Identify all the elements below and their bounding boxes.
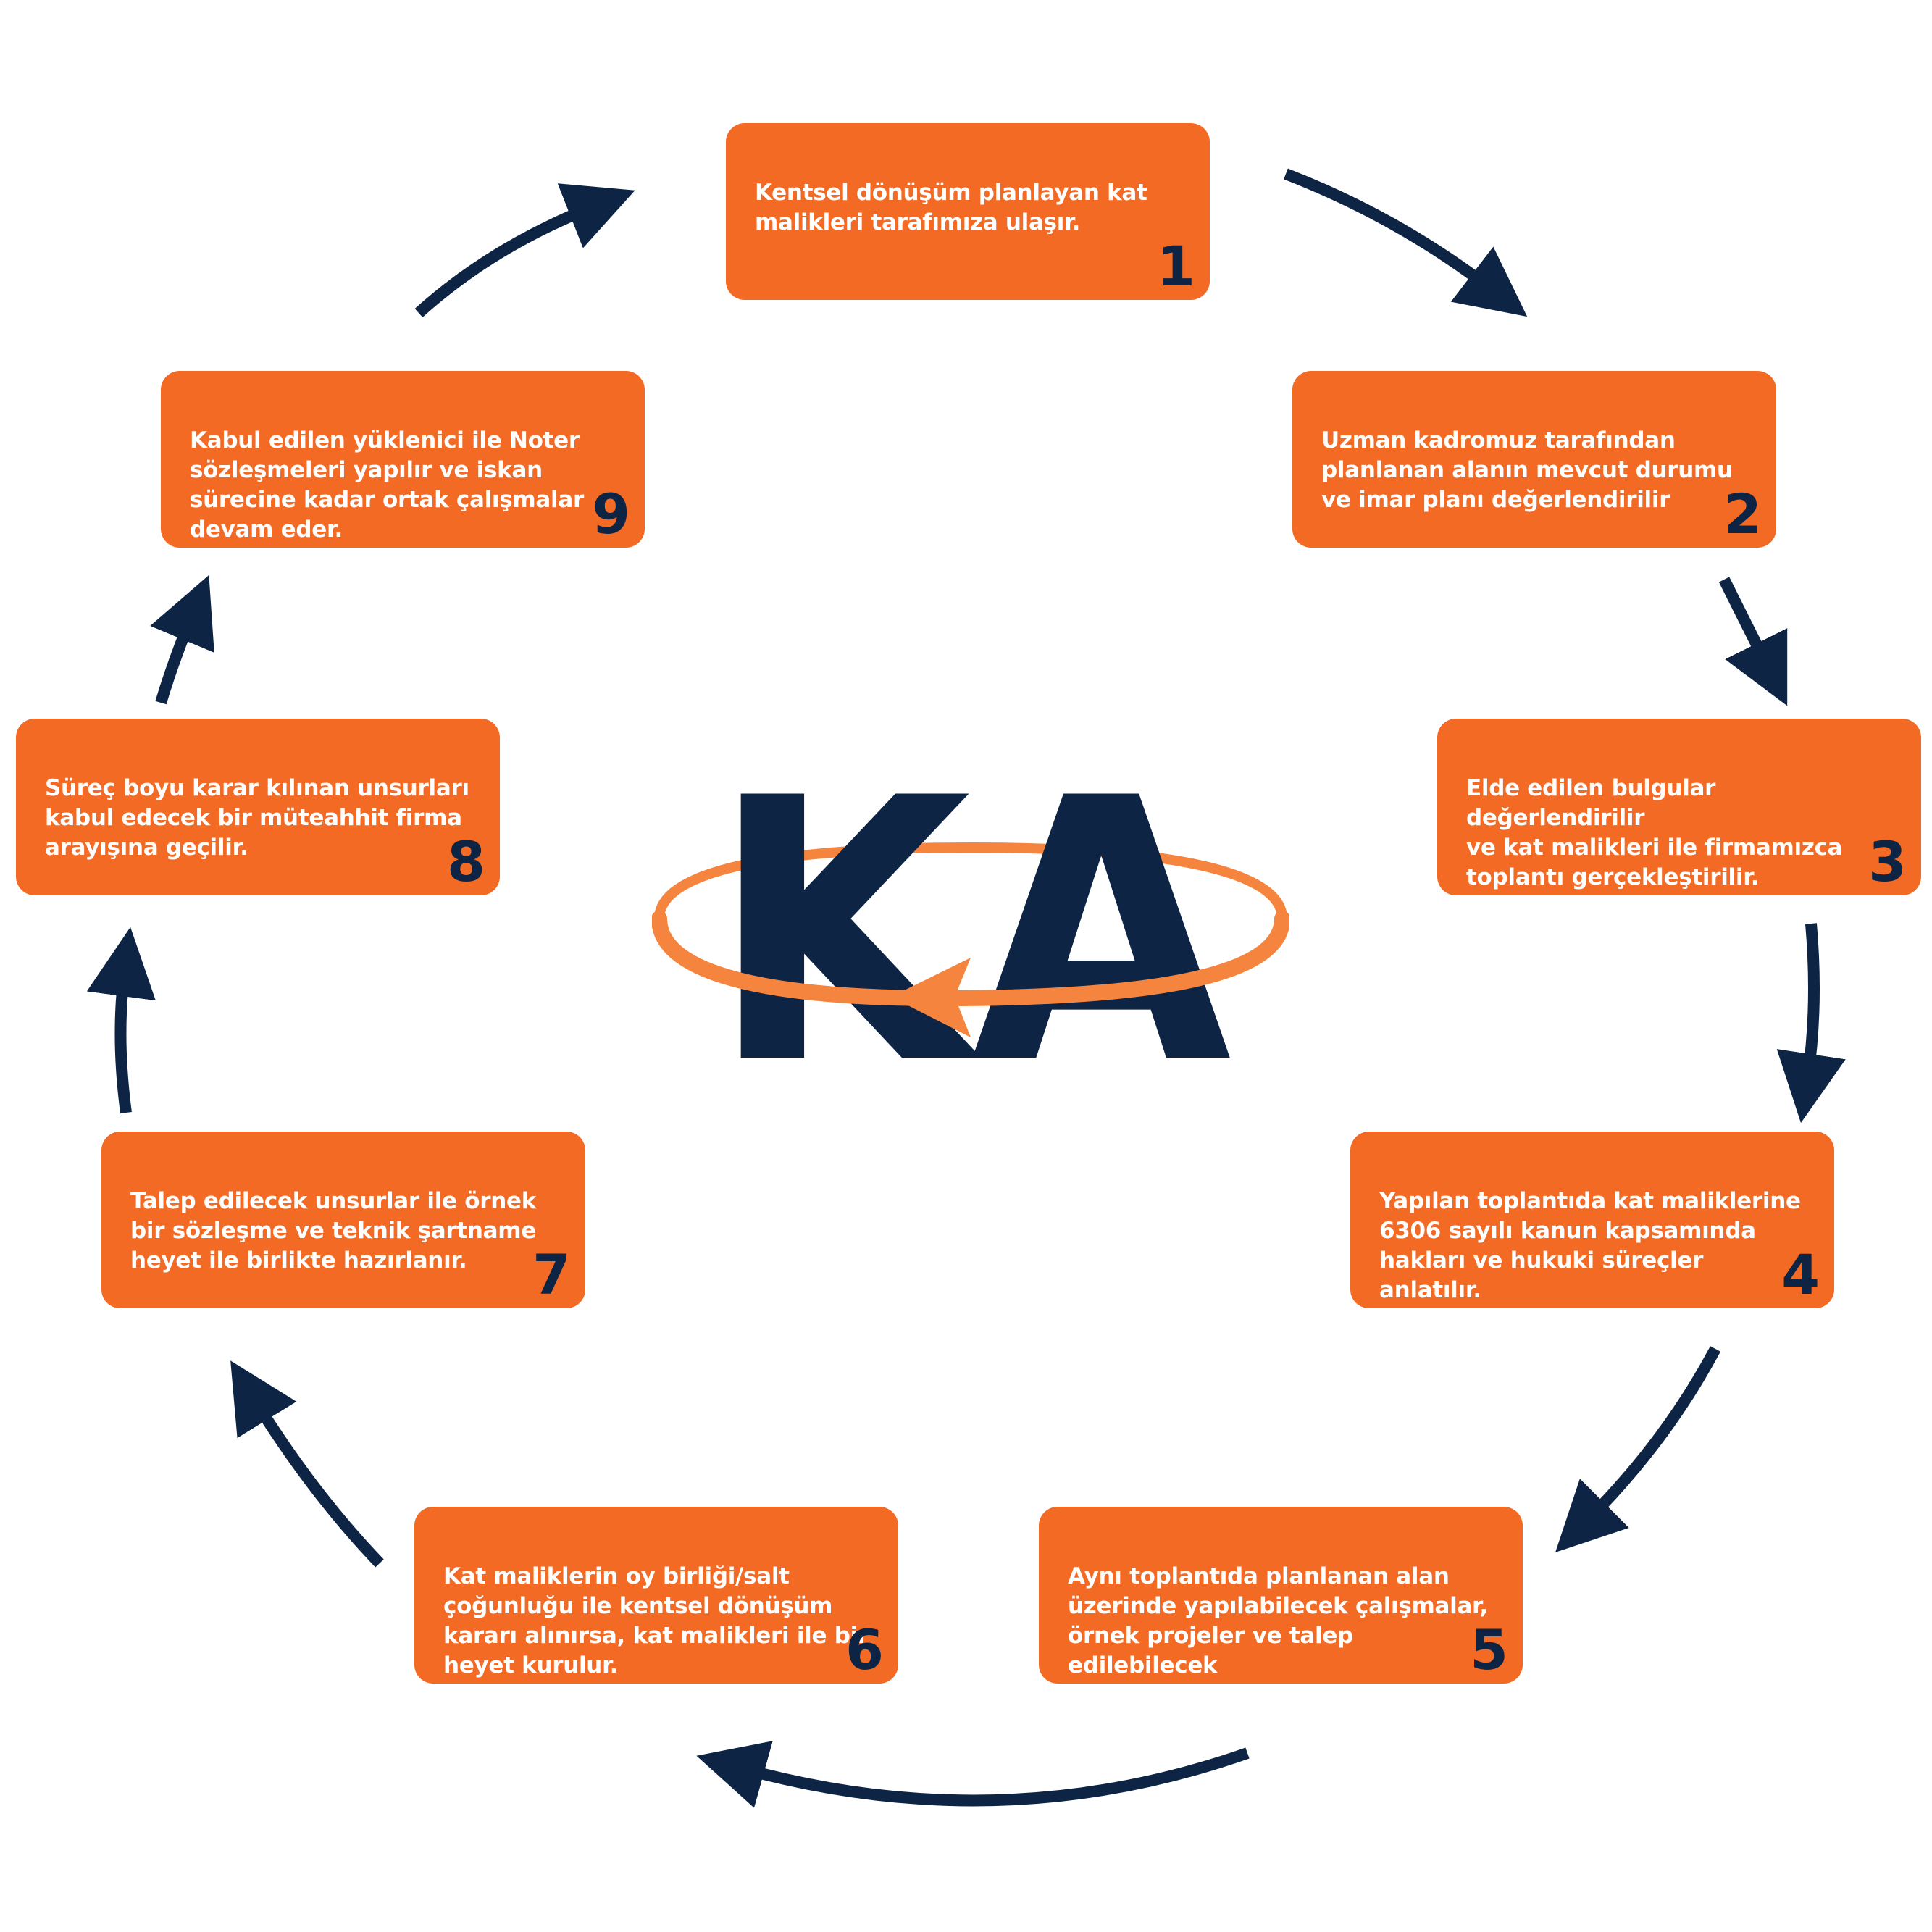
- step-number: 8: [447, 829, 485, 894]
- step-text: Kat maliklerin oy birliği/salt çoğunluğu…: [443, 1563, 869, 1678]
- step-text: Uzman kadromuz tarafından planlanan alan…: [1321, 427, 1733, 513]
- arrow-1-to-2: [1284, 168, 1528, 317]
- arrow-9-to-1: [414, 183, 635, 317]
- step-box-7: Talep edilecek unsurlar ile örnek bir sö…: [101, 1132, 585, 1308]
- step-number: 9: [592, 482, 630, 546]
- step-box-8: Süreç boyu karar kılınan unsurları kabul…: [16, 719, 500, 895]
- arrow-5-to-6: [696, 1741, 1250, 1808]
- arrow-7-to-8: [86, 927, 156, 1114]
- step-text: Kabul edilen yüklenici ile Noter sözleşm…: [190, 427, 584, 543]
- step-text: Kentsel dönüşüm planlayan kat malikleri …: [755, 180, 1147, 235]
- step-box-4: Yapılan toplantıda kat maliklerine 6306 …: [1350, 1132, 1834, 1308]
- step-box-5: Aynı toplantıda planlanan alan üzerinde …: [1039, 1507, 1523, 1708]
- step-text: Süreç boyu karar kılınan unsurları kabul…: [45, 775, 469, 861]
- step-number: 1: [1157, 234, 1195, 298]
- arrow-8-to-9: [150, 574, 214, 705]
- arrow-2-to-3: [1718, 577, 1788, 706]
- logo-swoosh-back: [654, 842, 1287, 924]
- step-number: 6: [845, 1618, 884, 1682]
- step-text: Elde edilen bulgular değerlendirilir ve …: [1466, 775, 1843, 890]
- step-box-6: Kat maliklerin oy birliği/salt çoğunluğu…: [414, 1507, 898, 1684]
- arrow-3-to-4: [1776, 923, 1846, 1124]
- step-text: Aynı toplantıda planlanan alan üzerinde …: [1068, 1563, 1488, 1708]
- step-box-9: Kabul edilen yüklenici ile Noter sözleşm…: [161, 371, 645, 548]
- step-box-3: Elde edilen bulgular değerlendirilir ve …: [1437, 719, 1921, 895]
- step-number: 3: [1868, 829, 1907, 894]
- step-text: Yapılan toplantıda kat maliklerine 6306 …: [1379, 1188, 1801, 1303]
- arrow-6-to-7: [230, 1360, 384, 1568]
- ka-logo: KA: [652, 768, 1289, 1072]
- logo-swoosh-arrowhead: [891, 958, 971, 1037]
- arrow-4-to-5: [1555, 1346, 1721, 1552]
- step-box-1: Kentsel dönüşüm planlayan kat malikleri …: [726, 123, 1210, 300]
- step-box-2: Uzman kadromuz tarafından planlanan alan…: [1292, 371, 1776, 548]
- step-number: 5: [1470, 1618, 1508, 1682]
- logo-letters: KA: [710, 768, 1234, 1072]
- step-text: Talep edilecek unsurlar ile örnek bir sö…: [130, 1188, 537, 1274]
- step-number: 2: [1723, 482, 1762, 546]
- step-number: 4: [1781, 1242, 1820, 1307]
- step-number: 7: [532, 1242, 571, 1307]
